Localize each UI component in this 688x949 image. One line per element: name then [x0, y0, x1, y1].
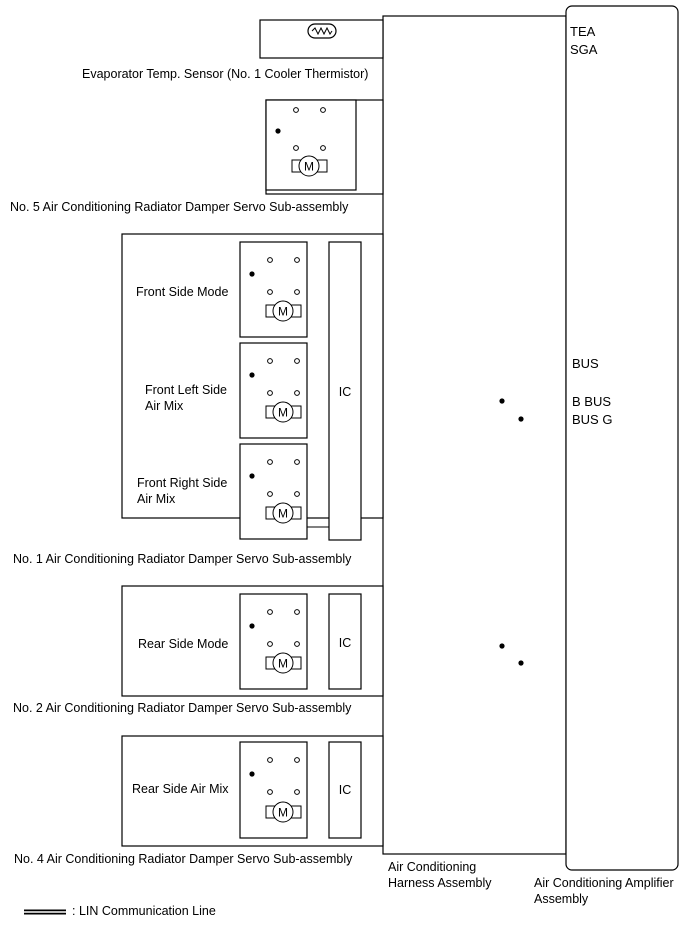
servo4-unit-switch-contact	[267, 757, 273, 763]
harness-label-line2: Harness Assembly	[388, 876, 492, 890]
servo1-unit-2-junction-dot	[249, 372, 255, 378]
servo2-label: No. 2 Air Conditioning Radiator Damper S…	[13, 701, 352, 715]
bus-g-junction-dot	[518, 416, 524, 422]
servo2-unit-switch-contact	[267, 609, 273, 615]
servo1-unit-2-motor-icon	[272, 401, 294, 423]
harness-assembly-box	[382, 15, 567, 855]
servo5-switch-contact	[293, 107, 299, 113]
b-bus-junction-dot	[499, 643, 505, 649]
servo1-unit-2-switch-contact	[267, 390, 273, 396]
servo1-unit-3-motor-icon	[272, 502, 294, 524]
front-left-air-mix-label-line1: Front Left Side	[145, 383, 227, 397]
signal-tea: TEA	[570, 24, 596, 39]
servo1-unit-1-switch-contact	[267, 289, 273, 295]
servo5-switch-contact	[320, 145, 326, 151]
amplifier-assembly-box	[565, 5, 679, 871]
thermistor-resistor-icon	[311, 26, 333, 36]
signal-bus-g: BUS G	[572, 412, 612, 427]
rear-side-mode-label: Rear Side Mode	[138, 637, 228, 651]
ic-label-servo2: IC	[339, 636, 352, 650]
signal-b-bus: B BUS	[572, 394, 611, 409]
servo2-unit-motor-icon	[272, 652, 294, 674]
servo5-switch-contact	[293, 145, 299, 151]
front-left-air-mix-label-line2: Air Mix	[145, 399, 184, 413]
servo1-unit-2-switch-contact	[294, 390, 300, 396]
ic-label-servo4: IC	[339, 783, 352, 797]
component-symbols: M M M M M M	[249, 26, 524, 823]
sensor-label: Evaporator Temp. Sensor (No. 1 Cooler Th…	[82, 67, 368, 81]
servo4-unit-junction-dot	[249, 771, 255, 777]
servo1-unit-3-switch-contact	[294, 491, 300, 497]
servo1-unit-2-motor-letter: M	[278, 406, 288, 420]
servo2-unit-switch-contact	[267, 641, 273, 647]
ic-label-servo1: IC	[339, 385, 352, 399]
servo5-junction-dot	[275, 128, 281, 134]
servo4-unit-switch-contact	[267, 789, 273, 795]
amplifier-label-line2: Assembly	[534, 892, 589, 906]
b-bus-junction-dot	[499, 398, 505, 404]
servo1-unit-2-switch-contact	[267, 358, 273, 364]
rear-side-air-mix-label: Rear Side Air Mix	[132, 782, 229, 796]
servo5-unit-box	[265, 99, 357, 191]
bus-g-junction-dot	[518, 660, 524, 666]
servo4-ic-box	[328, 741, 362, 839]
servo4-label: No. 4 Air Conditioning Radiator Damper S…	[14, 852, 353, 866]
servo1-unit-3-motor-letter: M	[278, 507, 288, 521]
front-right-air-mix-label-line2: Air Mix	[137, 492, 176, 506]
servo1-ic-box	[328, 241, 362, 541]
servo1-unit-3-switch-contact	[267, 459, 273, 465]
servo1-unit-1-switch-contact	[294, 257, 300, 263]
servo1-unit-1-switch-contact	[267, 257, 273, 263]
component-boxes	[121, 5, 679, 871]
signal-sga: SGA	[570, 42, 598, 57]
servo1-unit-1-motor-letter: M	[278, 305, 288, 319]
legend-label: : LIN Communication Line	[72, 904, 216, 918]
harness-label-line1: Air Conditioning	[388, 860, 476, 874]
signal-bus: BUS	[572, 356, 599, 371]
labels: Evaporator Temp. Sensor (No. 1 Cooler Th…	[10, 24, 674, 918]
servo1-unit-3-switch-contact	[267, 491, 273, 497]
servo5-switch-contact	[320, 107, 326, 113]
servo5-label: No. 5 Air Conditioning Radiator Damper S…	[10, 200, 349, 214]
servo1-unit-1-junction-dot	[249, 271, 255, 277]
servo2-unit-motor-letter: M	[278, 657, 288, 671]
front-right-air-mix-label-line1: Front Right Side	[137, 476, 227, 490]
front-side-mode-label: Front Side Mode	[136, 285, 228, 299]
servo2-unit-junction-dot	[249, 623, 255, 629]
servo2-unit-switch-contact	[294, 609, 300, 615]
servo4-unit-switch-contact	[294, 757, 300, 763]
servo4-unit-motor-icon	[272, 801, 294, 823]
servo2-ic-box	[328, 593, 362, 690]
servo1-unit-1-switch-contact	[294, 289, 300, 295]
servo1-unit-3-switch-contact	[294, 459, 300, 465]
servo1-label: No. 1 Air Conditioning Radiator Damper S…	[13, 552, 352, 566]
servo1-unit-2-switch-contact	[294, 358, 300, 364]
servo4-unit-switch-contact	[294, 789, 300, 795]
servo5-motor-letter: M	[304, 160, 314, 174]
servo4-unit-motor-letter: M	[278, 806, 288, 820]
servo2-unit-switch-contact	[294, 641, 300, 647]
servo1-unit-3-junction-dot	[249, 473, 255, 479]
servo5-motor-icon	[298, 155, 320, 177]
servo1-unit-1-motor-icon	[272, 300, 294, 322]
amplifier-label-line1: Air Conditioning Amplifier	[534, 876, 674, 890]
